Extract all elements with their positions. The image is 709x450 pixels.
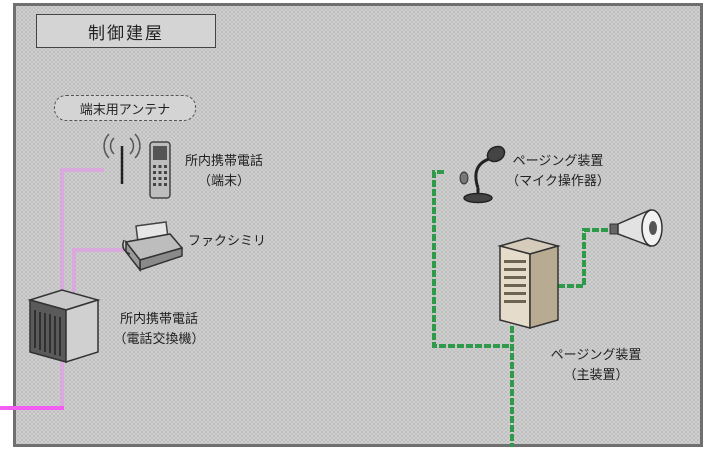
phone-network-lines: [60, 168, 124, 408]
fax-icon: [122, 221, 184, 272]
control-building-area: [13, 3, 703, 447]
exchange-label-line1: 所内携帯電話: [119, 312, 198, 327]
paging-mic-label-line1: ページング装置: [512, 154, 604, 169]
handset-label: 所内携帯電話 （端末）: [176, 152, 272, 192]
paging-network-lines: [432, 170, 612, 447]
paging-main-label: ページング装置 （主装置）: [540, 346, 652, 386]
antenna-label: 端末用アンテナ: [54, 95, 196, 121]
handset-label-line1: 所内携帯電話: [184, 154, 263, 169]
paging-mic-label: ページング装置 （マイク操作器）: [502, 152, 614, 192]
speaker-horn-icon: [609, 208, 663, 248]
paging-main-label-line2: （主装置）: [563, 368, 629, 383]
antenna-line: [60, 168, 104, 292]
mic-line: [432, 170, 512, 348]
fax-line: [72, 248, 124, 292]
exchange-label-line2: （電話交換機）: [113, 332, 205, 347]
antenna-icon: [103, 133, 141, 184]
telephone-exchange-icon: [27, 289, 101, 364]
handset-label-line2: （端末）: [197, 174, 250, 189]
paging-main-unit-icon: [497, 237, 561, 329]
antenna-label-text: 端末用アンテナ: [79, 102, 171, 118]
exchange-label: 所内携帯電話 （電話交換機）: [104, 310, 214, 350]
fax-label: ファクシミリ: [188, 234, 267, 249]
building-title: 制御建屋: [36, 14, 216, 48]
speaker-line: [558, 228, 612, 288]
building-title-text: 制御建屋: [88, 23, 164, 44]
paging-mic-label-line2: （マイク操作器）: [506, 174, 610, 189]
paging-main-label-line1: ページング装置: [550, 348, 642, 363]
mobile-phone-icon: [149, 141, 171, 199]
microphone-icon: [459, 145, 506, 204]
